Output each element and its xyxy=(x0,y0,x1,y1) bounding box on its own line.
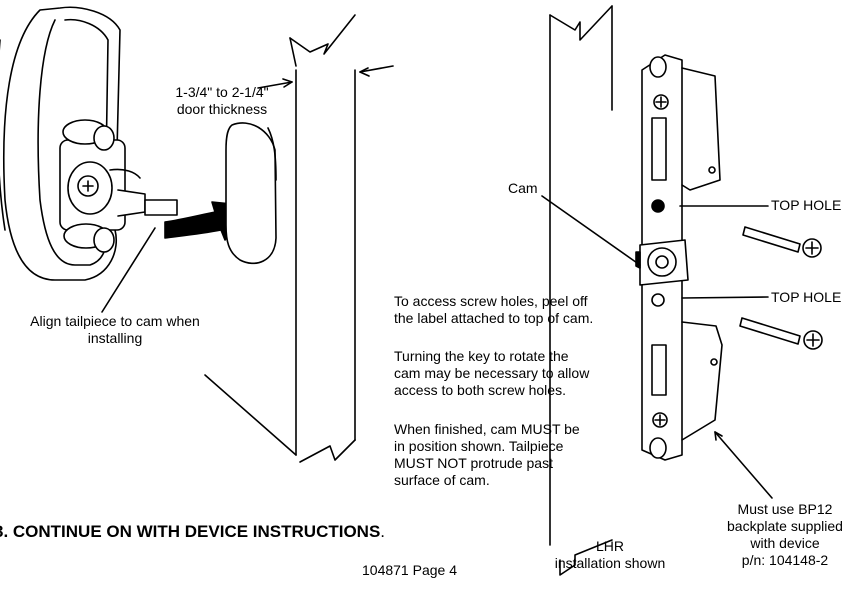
door-thickness-line1: 1-3/4" to 2-1/4" xyxy=(175,84,269,100)
top-hole-label-2: TOP HOLE xyxy=(771,289,842,305)
step-heading: 3. CONTINUE ON WITH DEVICE INSTRUCTIONS. xyxy=(0,522,385,542)
access-note-line1: To access screw holes, peel off xyxy=(394,293,588,309)
cam-plate xyxy=(635,54,723,461)
door-edge-right xyxy=(549,5,613,576)
finish-note-line3: MUST NOT protrude past xyxy=(394,455,553,471)
backplate-note-line3: with device xyxy=(750,535,820,551)
door-edge xyxy=(204,14,356,463)
handing-note-line2: installation shown xyxy=(554,555,666,571)
rotate-note-line1: Turning the key to rotate the xyxy=(394,348,569,364)
tailpiece-note-line1: Align tailpiece to cam when xyxy=(30,313,200,329)
tailpiece-note-line2: installing xyxy=(87,330,143,346)
screw-bottom xyxy=(739,317,823,350)
handing-note: LHR installation shown xyxy=(540,538,680,572)
finish-note: When finished, cam MUST be in position s… xyxy=(394,421,580,489)
page-footer: 104871 Page 4 xyxy=(362,562,457,578)
access-note-line2: the label attached to top of cam. xyxy=(394,310,594,326)
step-heading-period: . xyxy=(380,522,386,541)
rotate-note: Turning the key to rotate the cam may be… xyxy=(394,348,589,399)
backplate-note-line1: Must use BP12 xyxy=(737,501,833,517)
finish-note-line2: in position shown. Tailpiece xyxy=(394,438,564,454)
finish-note-line1: When finished, cam MUST be xyxy=(394,421,580,437)
access-note: To access screw holes, peel off the labe… xyxy=(394,293,593,327)
backplate-note: Must use BP12 backplate supplied with de… xyxy=(718,501,852,569)
rotate-note-line3: access to both screw holes. xyxy=(394,382,566,398)
backplate-note-line4: p/n: 104148-2 xyxy=(741,552,829,568)
finish-note-line4: surface of cam. xyxy=(394,472,490,488)
door-thickness-label: 1-3/4" to 2-1/4" door thickness xyxy=(170,84,274,118)
handing-note-line1: LHR xyxy=(595,538,624,554)
handle-assembly xyxy=(0,6,178,281)
step-heading-text: 3. CONTINUE ON WITH DEVICE INSTRUCTIONS xyxy=(0,522,381,541)
tailpiece-note: Align tailpiece to cam when installing xyxy=(10,313,220,347)
top-hole-label-1: TOP HOLE xyxy=(771,197,842,213)
rotate-note-line2: cam may be necessary to allow xyxy=(394,365,590,381)
cam-label: Cam xyxy=(508,180,538,196)
door-thickness-line2: door thickness xyxy=(176,101,268,117)
backplate-note-line2: backplate supplied xyxy=(727,518,843,534)
screw-top xyxy=(742,226,822,258)
